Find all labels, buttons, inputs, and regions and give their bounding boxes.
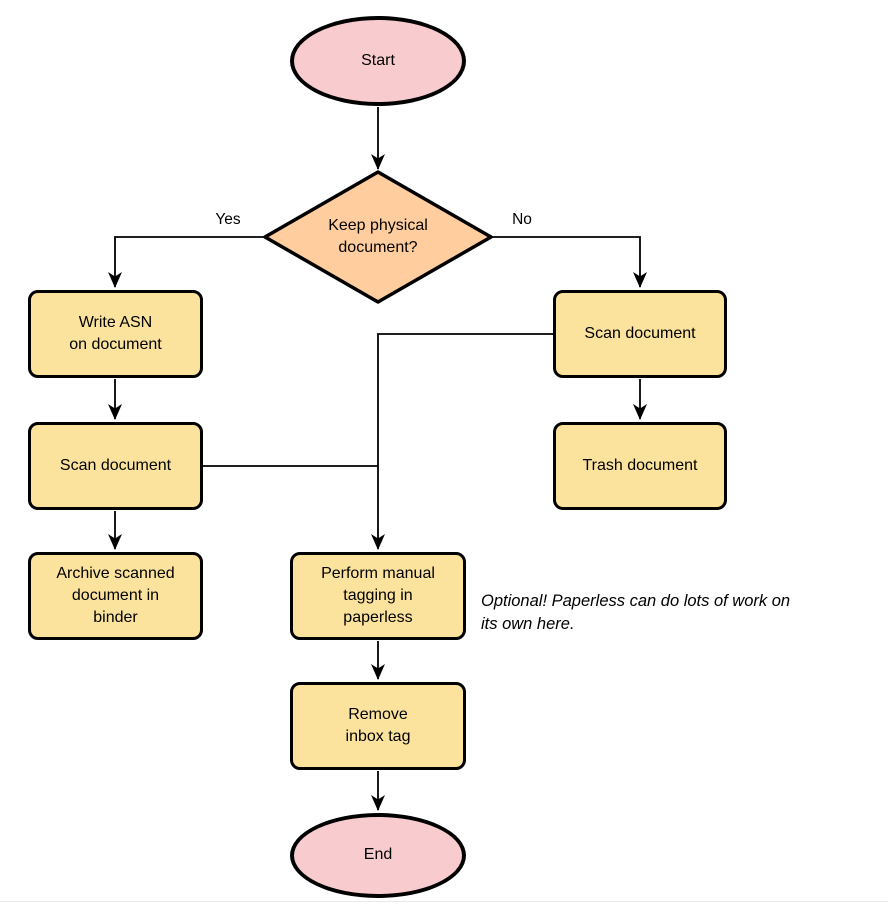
edge-label-no: No	[512, 211, 532, 228]
node-scan-document-left: Scan document	[28, 422, 203, 510]
node-decision-label: Keep physical document?	[328, 216, 428, 256]
node-remove-inbox-tag: Remove inbox tag	[290, 682, 466, 770]
page-bottom-divider	[0, 901, 888, 902]
edge-decision-yes-to-write-asn	[108, 236, 265, 288]
edge-label-yes: Yes	[215, 211, 241, 228]
node-scan-document-right: Scan document	[553, 290, 727, 378]
node-start-label: Start	[361, 51, 395, 69]
edge-scan-right-to-tagging	[371, 333, 553, 550]
node-trash-document: Trash document	[553, 422, 727, 510]
node-write-asn-label: Write ASN on document	[69, 313, 162, 353]
annotation-optional-note: Optional! Paperless can do lots of work …	[481, 592, 791, 634]
node-remove-inbox-tag-label: Remove inbox tag	[345, 705, 411, 745]
node-trash-document-label: Trash document	[582, 456, 698, 474]
node-start: Start	[290, 16, 466, 106]
node-manual-tagging-label: Perform manual tagging in paperless	[321, 564, 435, 627]
node-end: End	[290, 813, 466, 898]
node-scan-document-right-label: Scan document	[584, 324, 696, 342]
edge-decision-no-to-scan-right	[491, 236, 647, 288]
node-scan-document-left-label: Scan document	[59, 456, 172, 474]
node-end-label: End	[363, 846, 393, 864]
node-archive-binder: Archive scanned document in binder	[28, 552, 203, 640]
node-archive-binder-label: Archive scanned document in binder	[56, 564, 175, 627]
node-write-asn: Write ASN on document	[28, 290, 203, 378]
decision-shape	[263, 170, 493, 304]
node-manual-tagging: Perform manual tagging in paperless	[290, 552, 466, 640]
